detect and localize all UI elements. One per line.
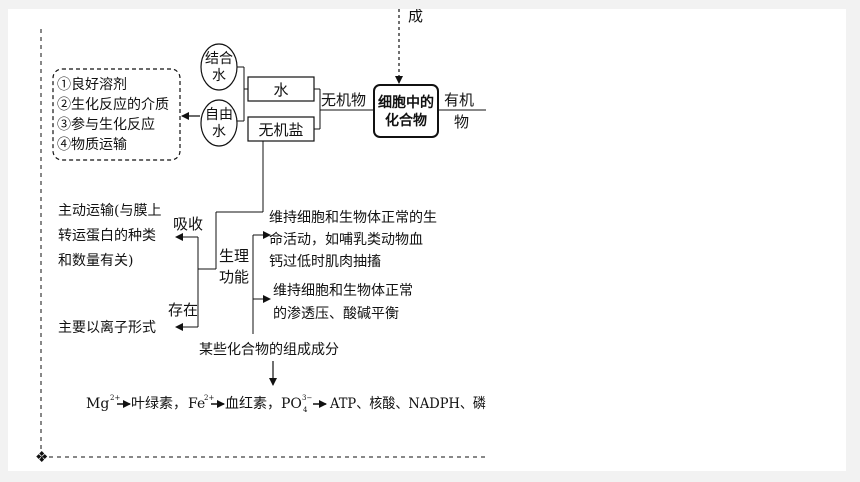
- function-balance-1: 维持细胞和生物体正常: [273, 283, 413, 299]
- organic-line2: 物: [454, 113, 469, 131]
- fe-charge: 2+: [204, 394, 214, 402]
- composition-label: 某些化合物的组成成分: [199, 342, 339, 358]
- function-life-2: 命活动，如哺乳类动物血: [269, 231, 423, 248]
- free-water-line2: 水: [212, 124, 226, 140]
- po-sub: 4: [303, 406, 308, 414]
- organic-line1: 有机: [444, 91, 474, 109]
- physiological-label-1: 生理: [219, 247, 249, 265]
- free-water-circle: [200, 99, 238, 147]
- diamond-icon: ❖: [35, 448, 48, 466]
- inorganic-compounds-label: 无机物: [321, 91, 366, 109]
- absorption-label: 吸收: [173, 215, 203, 233]
- physiological-label-2: 功能: [219, 268, 249, 286]
- absorption-note-2: 转运蛋白的种类: [58, 228, 156, 244]
- existence-note: 主要以离子形式: [58, 319, 156, 336]
- free-water-line1: 自由: [205, 107, 233, 123]
- inorganic-salt-label: 无机盐: [258, 121, 303, 139]
- water-box: [247, 76, 315, 102]
- chlorophyll-label: 叶绿素，: [131, 396, 187, 412]
- absorption-note-1: 主动运输(与膜上: [58, 203, 161, 219]
- po-symbol: PO: [281, 396, 302, 412]
- water-function-1: ①良好溶剂: [57, 77, 127, 93]
- compound-diagram: ❖ 成 结合 水 自由 水 水 无机盐 无机物 细胞中的 化合物 有机 物 ①良…: [35, 9, 486, 466]
- cell-compounds-line2: 化合物: [385, 112, 427, 129]
- slide: ❖ 成 结合 水 自由 水 水 无机盐 无机物 细胞中的 化合物 有机 物 ①良…: [8, 9, 846, 471]
- mg-symbol: Mg: [86, 396, 109, 412]
- bound-water-line2: 水: [212, 68, 226, 84]
- po-charge: 3−: [302, 394, 312, 402]
- existence-label: 存在: [168, 301, 198, 319]
- function-balance-2: 的渗透压、酸碱平衡: [273, 306, 399, 322]
- cell-compounds-box: [373, 84, 439, 138]
- po-products: ATP、核酸、NADPH、磷: [329, 396, 486, 412]
- mg-charge: 2+: [110, 394, 120, 402]
- water-function-4: ④物质运输: [57, 137, 127, 153]
- cell-compounds-line1: 细胞中的: [378, 94, 434, 111]
- water-label: 水: [273, 81, 288, 99]
- fe-symbol: Fe: [188, 396, 205, 412]
- function-life-1: 维持细胞和生物体正常的生: [269, 210, 437, 226]
- top-cut-label: 成: [408, 9, 423, 25]
- water-function-3: ③参与生化反应: [57, 116, 155, 133]
- bound-water-line1: 结合: [205, 51, 233, 67]
- absorption-note-3: 和数量有关): [58, 253, 133, 269]
- function-life-3: 钙过低时肌肉抽搐: [269, 253, 381, 270]
- hemoglobin-label: 血红素，: [225, 396, 281, 412]
- water-function-2: ②生化反应的介质: [57, 96, 169, 113]
